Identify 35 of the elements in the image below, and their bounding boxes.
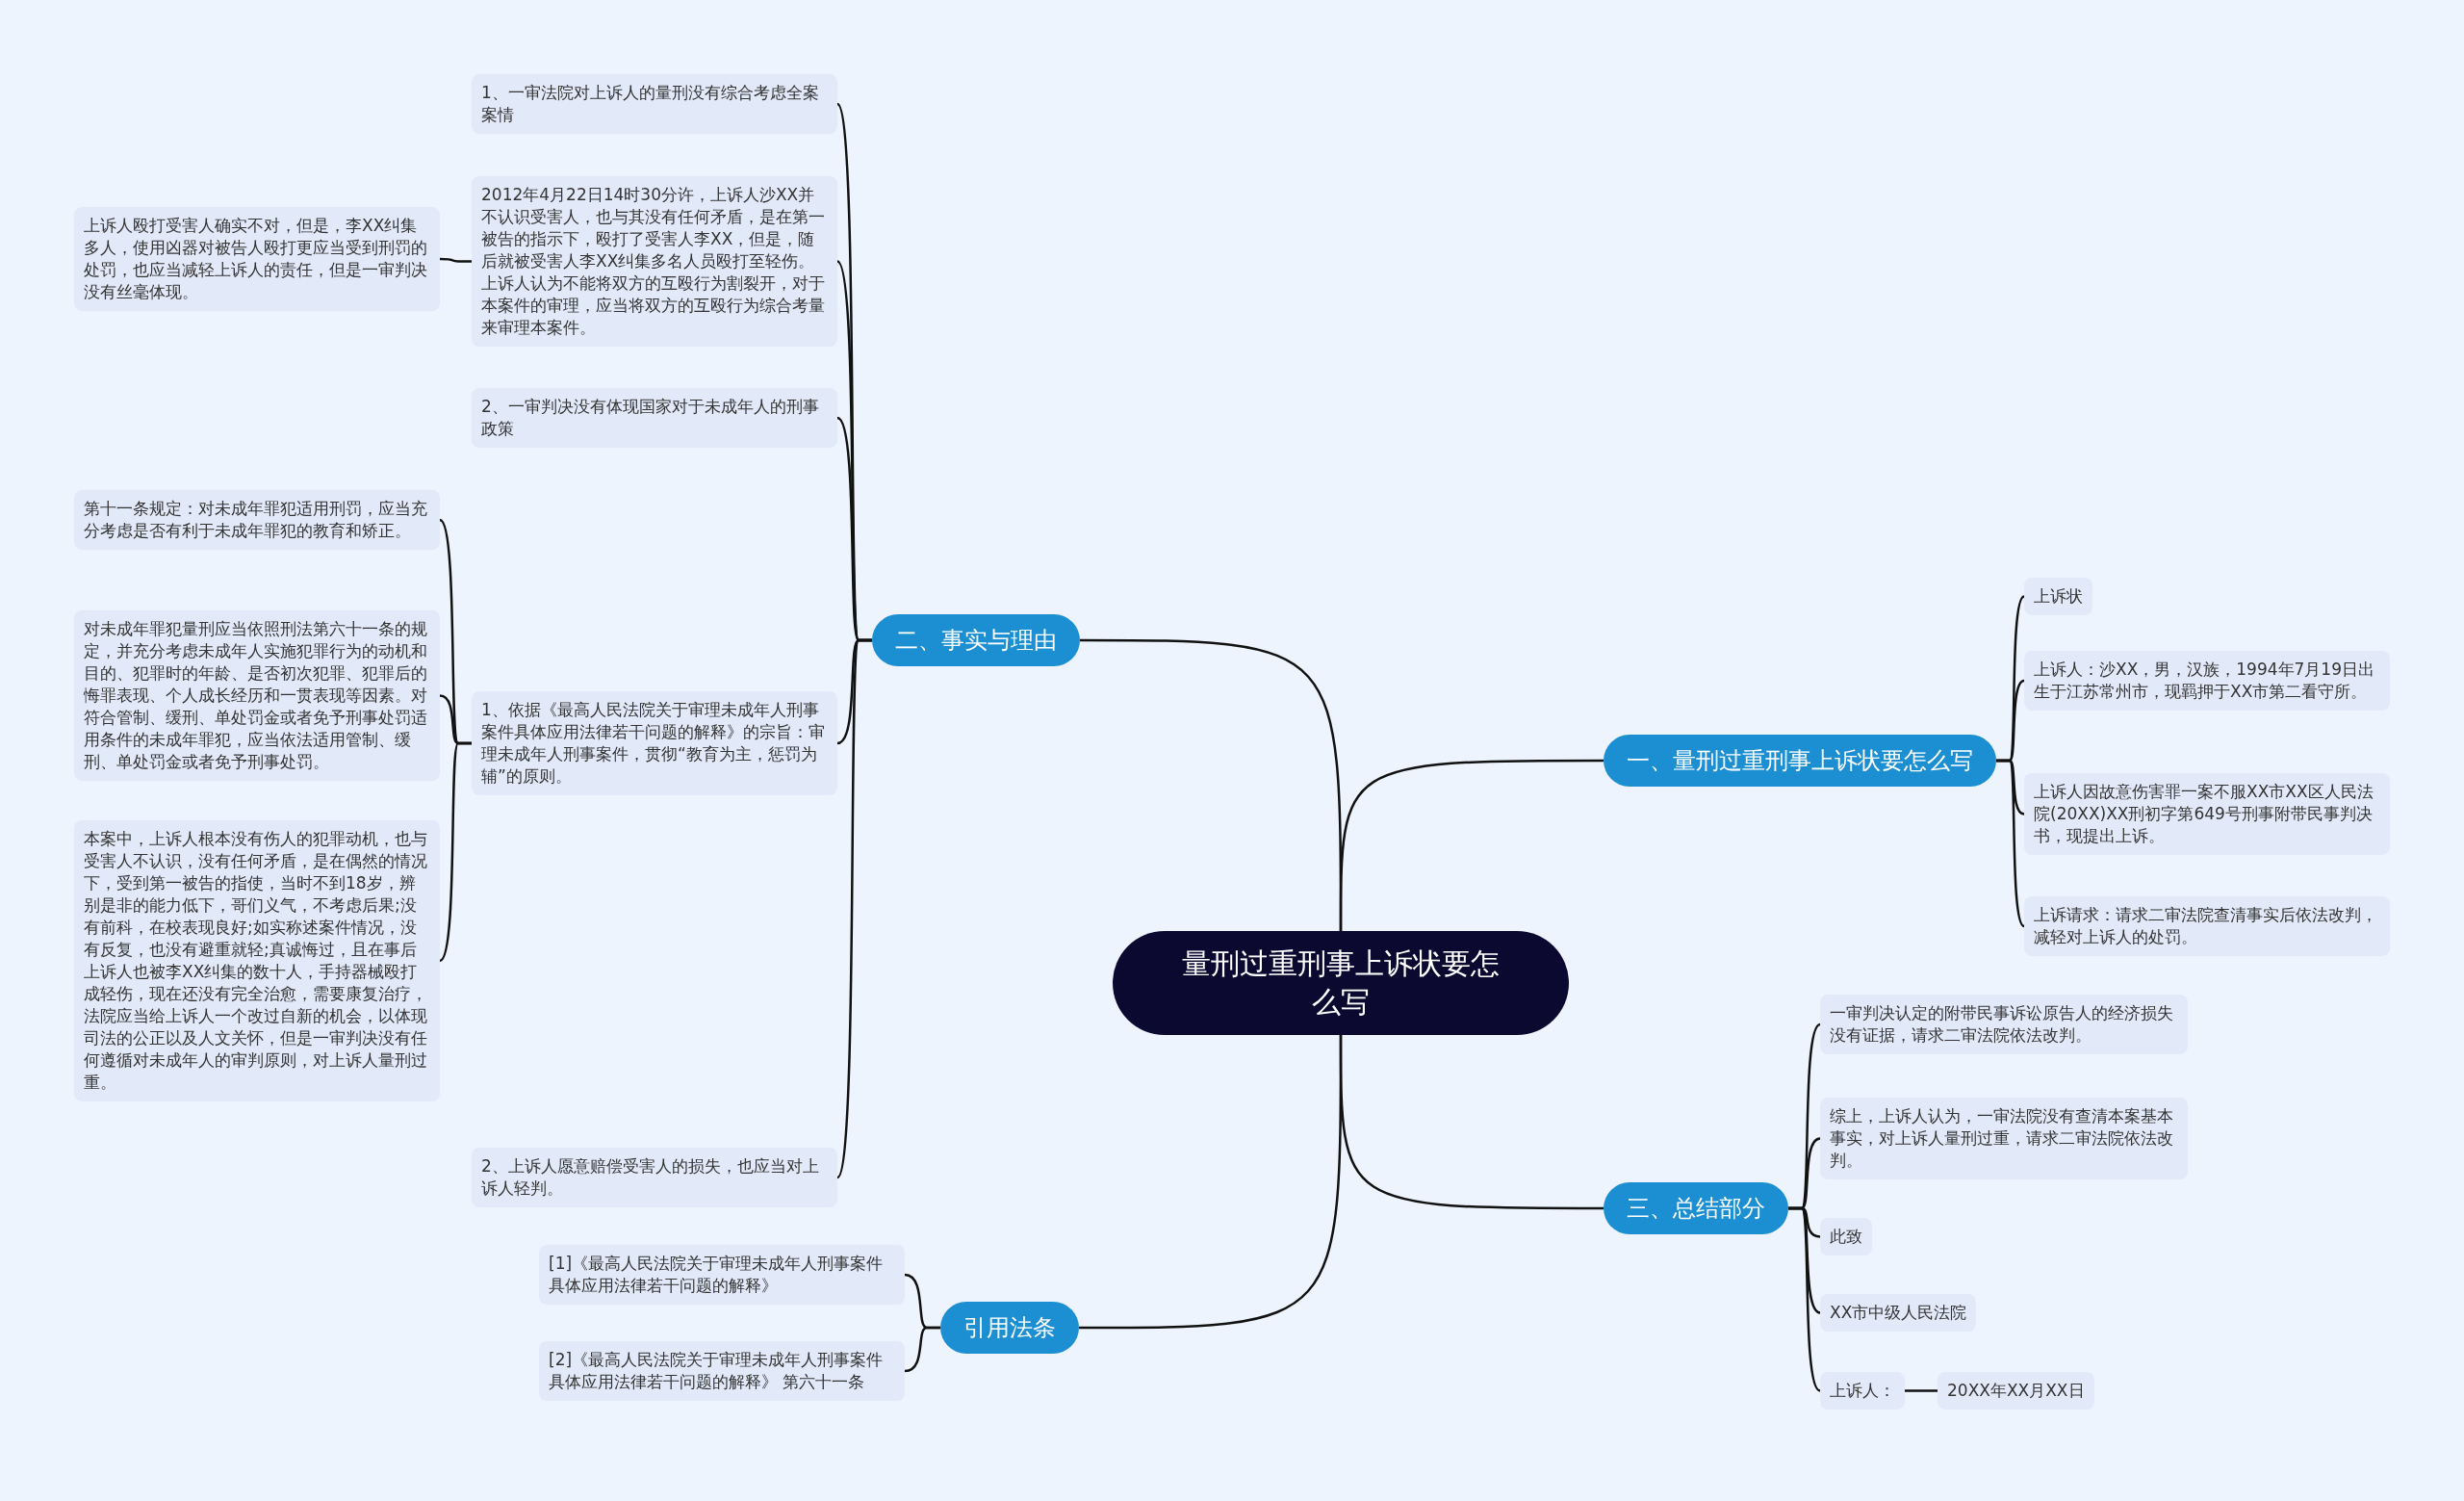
branch-topic: 一、量刑过重刑事上诉状要怎么写 bbox=[1604, 735, 1996, 787]
connector-line bbox=[440, 257, 472, 263]
connector-line bbox=[1339, 1035, 1604, 1210]
topic-box: 上诉人： bbox=[1820, 1372, 1905, 1410]
topic-box: 第十一条规定：对未成年罪犯适用刑罚，应当充分考虑是否有利于未成年罪犯的教育和矫正。 bbox=[74, 490, 440, 550]
topic-box: 对未成年罪犯量刑应当依照刑法第六十一条的规定，并充分考虑未成年人实施犯罪行为的动机和目的、犯罪时的年龄、是否初次犯罪、犯罪后的悔罪表现、个人成长经历和一贯表现等因素。对符合管制、缓刑、单处罚金或者免予刑事处罚适用条件的未成年罪犯，应当依法适用管制、缓刑、单处罚金或者免予刑事处罚。 bbox=[74, 610, 440, 781]
topic-box: XX市中级人民法院 bbox=[1820, 1294, 1977, 1332]
topic-box: 上诉人因故意伤害罪一案不服XX市XX区人民法院(20XX)XX刑初字第649号刑事附带民事判决书，现提出上诉。 bbox=[2024, 773, 2390, 855]
topic-box: [1]《最高人民法院关于审理未成年人刑事案件具体应用法律若干问题的解释》 bbox=[539, 1245, 905, 1305]
topic-box: 2、一审判决没有体现国家对于未成年人的刑事政策 bbox=[472, 388, 837, 448]
topic-box: 1、一审法院对上诉人的量刑没有综合考虑全案案情 bbox=[472, 74, 837, 134]
topic-box: 综上，上诉人认为，一审法院没有查清本案基本事实，对上诉人量刑过重，请求二审法院依法改判。 bbox=[1820, 1098, 2188, 1179]
topic-box: 此致 bbox=[1820, 1218, 1872, 1255]
topic-box: 20XX年XX月XX日 bbox=[1938, 1372, 2094, 1410]
branch-topic: 三、总结部分 bbox=[1604, 1182, 1788, 1234]
topic-box: 上诉状 bbox=[2024, 578, 2092, 615]
connector-line bbox=[835, 638, 872, 1178]
topic-box: 2、上诉人愿意赔偿受害人的损失，也应当对上诉人轻判。 bbox=[472, 1148, 837, 1207]
topic-box: 上诉请求：请求二审法院查清事实后依法改判，减轻对上诉人的处罚。 bbox=[2024, 896, 2390, 956]
topic-box: 一审判决认定的附带民事诉讼原告人的经济损失没有证据，请求二审法院依法改判。 bbox=[1820, 995, 2188, 1054]
connector-line bbox=[439, 741, 472, 962]
central-topic: 量刑过重刑事上诉状要怎么写 bbox=[1113, 931, 1569, 1035]
connector-line bbox=[1788, 1206, 1821, 1392]
connector-line bbox=[1905, 1389, 1938, 1392]
connector-line bbox=[904, 1326, 940, 1373]
branch-topic: 二、事实与理由 bbox=[872, 614, 1080, 666]
connector-line bbox=[1996, 759, 2025, 927]
topic-box: 本案中，上诉人根本没有伤人的犯罪动机，也与受害人不认识，没有任何矛盾，是在偶然的情况下，受到第一被告的指使，当时不到18岁，辨别是非的能力低下，哥们义气，不考虑后果;没有前科，在校表现良好;如实称述案件情况，没有反复，也没有避重就轻;真诚悔过，且在事后上诉人也被李XX纠集的数十人，手持器械殴打成轻伤，现在还没有完全治愈，需要康复治疗，法院应当给上诉人一个改过自新的机会，以体现司法的公正以及人文关怀，但是一审判决没有任何遵循对未成年人的审判原则，对上诉人量刑过重。 bbox=[74, 820, 440, 1101]
topic-box: 上诉人：沙XX，男，汉族，1994年7月19日出生于江苏常州市，现羁押于XX市第二看守所。 bbox=[2024, 651, 2390, 711]
topic-box: 2012年4月22日14时30分许，上诉人沙XX并不认识受害人，也与其没有任何矛盾，是在第一被告的指示下，殴打了受害人李XX，但是，随后就被受害人李XX纠集多名人员殴打至轻伤。上诉人认为不能将双方的互殴行为割裂开，对于本案件的审理，应当将双方的互殴行为综合考量来审理本案件。 bbox=[472, 176, 837, 347]
connector-line bbox=[1080, 638, 1343, 931]
topic-box: 1、依据《最高人民法院关于审理未成年人刑事案件具体应用法律若干问题的解释》的宗旨：审理未成年人刑事案件，贯彻“教育为主，惩罚为辅”的原则。 bbox=[472, 691, 837, 795]
topic-box: 上诉人殴打受害人确实不对，但是，李XX纠集多人，使用凶器对被告人殴打更应当受到刑罚的处罚，也应当减轻上诉人的责任，但是一审判决没有丝毫体现。 bbox=[74, 207, 440, 311]
branch-topic: 引用法条 bbox=[940, 1302, 1079, 1354]
topic-box: [2]《最高人民法院关于审理未成年人刑事案件具体应用法律若干问题的解释》 第六十一条 bbox=[539, 1341, 905, 1401]
